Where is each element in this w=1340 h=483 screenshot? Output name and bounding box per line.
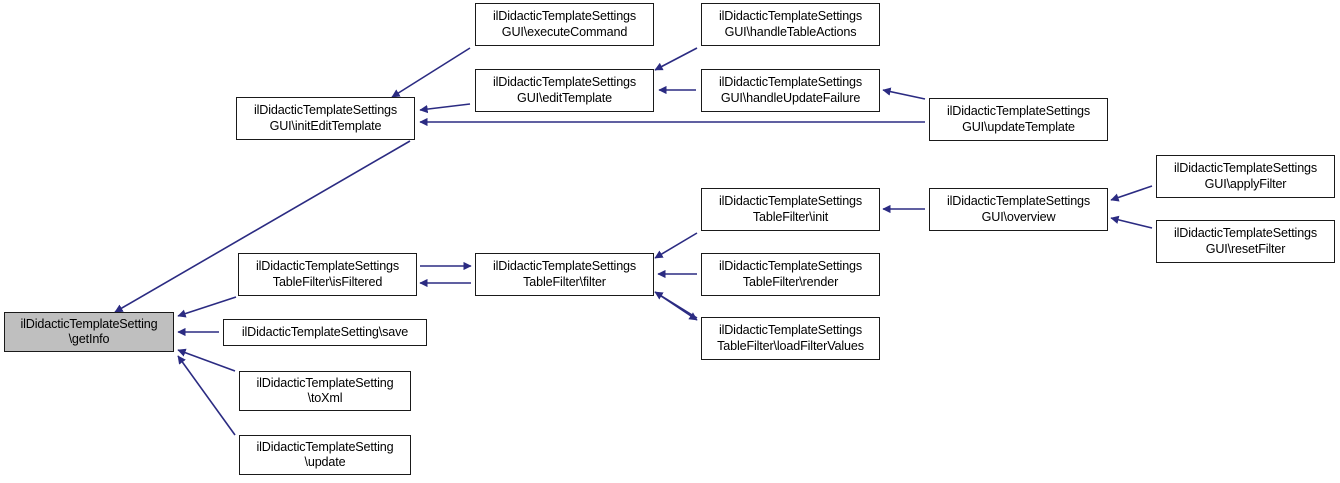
graph-node-label: ilDidacticTemplateSettings GUI\applyFilt… [1173,161,1318,191]
graph-node-label: ilDidacticTemplateSettings TableFilter\l… [717,323,864,353]
graph-node-handleUpdateFailure[interactable]: ilDidacticTemplateSettings GUI\handleUpd… [701,69,880,112]
graph-node-label: ilDidacticTemplateSettings GUI\handleTab… [718,9,863,39]
graph-node-editTemplate[interactable]: ilDidacticTemplateSettings GUI\editTempl… [475,69,654,112]
graph-node-updateTemplate[interactable]: ilDidacticTemplateSettings GUI\updateTem… [929,98,1108,141]
graph-edge-toXml-to-getInfo [177,348,236,372]
graph-edge-editTemplate-to-initEditTemplate [419,103,471,114]
graph-node-label: ilDidacticTemplateSettings GUI\initEditT… [253,103,398,133]
graph-node-label: ilDidacticTemplateSettings TableFilter\i… [255,259,400,289]
graph-node-label: ilDidacticTemplateSetting\save [241,324,409,339]
graph-node-label: ilDidacticTemplateSetting \toXml [256,375,394,405]
graph-node-label: ilDidacticTemplateSettings GUI\resetFilt… [1173,226,1318,256]
graph-node-label: ilDidacticTemplateSettings GUI\editTempl… [492,75,637,105]
graph-node-label: ilDidacticTemplateSettings GUI\handleUpd… [718,75,863,105]
graph-node-resetFilter[interactable]: ilDidacticTemplateSettings GUI\resetFilt… [1156,220,1335,263]
graph-edge-loadFilterValues-to-filter [654,291,698,319]
graph-node-filter[interactable]: ilDidacticTemplateSettings TableFilter\f… [475,253,654,296]
graph-node-label: ilDidacticTemplateSettings TableFilter\r… [718,259,863,289]
graph-node-initEditTemplate[interactable]: ilDidacticTemplateSettings GUI\initEditT… [236,97,415,140]
graph-edge-updateTemplate-to-handleUpdateFailure [882,87,926,100]
graph-node-label: ilDidacticTemplateSettings GUI\overview [946,194,1091,224]
graph-edge-resetFilter-to-overview [1110,215,1153,229]
graph-node-update[interactable]: ilDidacticTemplateSetting \update [239,435,411,475]
graph-edge-init-to-filter [654,232,698,259]
graph-node-handleTableActions[interactable]: ilDidacticTemplateSettings GUI\handleTab… [701,3,880,46]
graph-edge-update-to-getInfo [177,355,236,436]
graph-node-executeCommand[interactable]: ilDidacticTemplateSettings GUI\executeCo… [475,3,654,46]
graph-node-init[interactable]: ilDidacticTemplateSettings TableFilter\i… [701,188,880,231]
graph-node-overview[interactable]: ilDidacticTemplateSettings GUI\overview [929,188,1108,231]
graph-edge-handleTableActions-to-editTemplate [654,47,698,71]
graph-node-loadFilterValues[interactable]: ilDidacticTemplateSettings TableFilter\l… [701,317,880,360]
graph-node-label: ilDidacticTemplateSettings GUI\executeCo… [492,9,637,39]
graph-node-label: ilDidacticTemplateSetting \update [256,439,394,469]
graph-edge-isFiltered-to-getInfo [177,296,237,318]
graph-edge-applyFilter-to-overview [1110,185,1153,202]
graph-node-render[interactable]: ilDidacticTemplateSettings TableFilter\r… [701,253,880,296]
graph-node-applyFilter[interactable]: ilDidacticTemplateSettings GUI\applyFilt… [1156,155,1335,198]
graph-node-label: ilDidacticTemplateSettings TableFilter\i… [718,194,863,224]
graph-node-label: ilDidacticTemplateSetting \getInfo [20,316,158,346]
graph-node-label: ilDidacticTemplateSettings GUI\updateTem… [946,104,1091,134]
graph-edge-executeCommand-to-initEditTemplate [391,47,471,98]
graph-node-isFiltered[interactable]: ilDidacticTemplateSettings TableFilter\i… [238,253,417,296]
graph-node-save[interactable]: ilDidacticTemplateSetting\save [223,319,427,346]
graph-node-getInfo[interactable]: ilDidacticTemplateSetting \getInfo [4,312,174,352]
graph-node-toXml[interactable]: ilDidacticTemplateSetting \toXml [239,371,411,411]
graph-edge-filter-to-loadFilterValues [654,291,698,321]
graph-node-label: ilDidacticTemplateSettings TableFilter\f… [492,259,637,289]
